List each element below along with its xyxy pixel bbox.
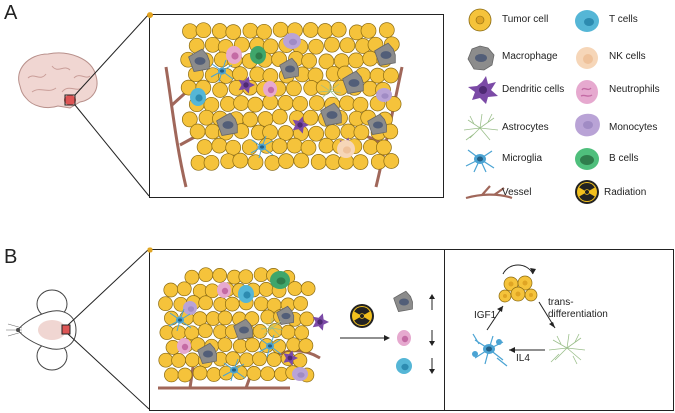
legend-radiation-label: Radiation xyxy=(604,187,647,198)
macrophage-cell xyxy=(320,102,342,126)
legend-tcells-label: T cells xyxy=(609,14,638,25)
monocyte xyxy=(283,33,301,49)
legend-bcells-label: B cells xyxy=(609,153,639,164)
panel-b-letter: B xyxy=(4,246,18,268)
monocyte xyxy=(376,88,392,102)
trans-label-line2: differentiation xyxy=(548,309,608,320)
panel-a-letter: A xyxy=(4,2,18,24)
tumor-cluster-small xyxy=(498,275,538,303)
astrocyte-icon xyxy=(463,113,499,141)
monocyte xyxy=(292,367,308,381)
dendritic-cell xyxy=(292,116,309,134)
tumor-cluster-b xyxy=(147,247,435,390)
macrophage-cell xyxy=(374,42,396,66)
tumor-cell xyxy=(147,247,200,285)
b-cell xyxy=(270,271,290,289)
macrophage-cell xyxy=(279,57,299,79)
legend-microglia-label: Microglia xyxy=(502,153,543,164)
neutrophil-icon xyxy=(576,80,598,104)
tumor-cell xyxy=(147,247,173,312)
macrophage-cell xyxy=(216,112,238,136)
macrophage-cell xyxy=(276,305,295,326)
tumor-cluster-a xyxy=(147,12,404,188)
t-cell-response xyxy=(396,358,412,374)
b-cell xyxy=(250,46,266,64)
legend-monocytes-label: Monocytes xyxy=(609,122,658,133)
legend-nk-label: NK cells xyxy=(609,51,646,62)
dendritic-cell xyxy=(312,313,329,331)
microglia-cell xyxy=(210,59,234,83)
legend-vessel-label: Vessel xyxy=(502,187,532,198)
legend-dendritic-label: Dendritic cells xyxy=(502,84,565,95)
neutrophil-response xyxy=(397,330,411,346)
legend-macrophage-label: Macrophage xyxy=(502,51,558,62)
microglia-cell xyxy=(168,308,192,332)
t-cell xyxy=(190,88,206,106)
astrocyte-cycle-icon xyxy=(548,333,586,365)
tumor-microenvironment-b xyxy=(147,247,445,411)
microglia-cycle-icon xyxy=(472,333,508,367)
cycle-diagram xyxy=(472,264,586,367)
tumor-cell xyxy=(147,247,214,283)
legend-icons xyxy=(463,8,600,204)
human-brain-icon xyxy=(18,52,98,109)
cycle-box xyxy=(444,249,674,411)
legend-neutrophils-label: Neutrophils xyxy=(609,84,660,95)
macrophage-cell xyxy=(367,113,387,135)
t-cell xyxy=(238,285,254,303)
legend-astrocytes-label: Astrocytes xyxy=(502,122,549,133)
neutrophil xyxy=(217,282,231,298)
neutrophil xyxy=(263,81,277,97)
trans-label-line1: trans- xyxy=(548,297,574,308)
astrocyte-cell xyxy=(318,81,342,100)
mouse-head-icon xyxy=(6,289,77,371)
microglia-cell xyxy=(258,334,282,358)
microglia-icon xyxy=(465,149,495,173)
tumor-cell xyxy=(147,12,400,169)
macrophage-cell xyxy=(188,48,210,72)
radiation-icon xyxy=(575,180,599,204)
dendritic-cell xyxy=(238,76,255,94)
il4-label: IL4 xyxy=(516,353,530,364)
macrophage-cell xyxy=(233,318,253,340)
macrophage-cell xyxy=(393,290,413,312)
tumor-cell xyxy=(147,247,179,298)
microglia-cell xyxy=(250,135,274,159)
igf1-label: IGF1 xyxy=(474,310,497,321)
dendritic-cell xyxy=(283,350,298,366)
macrophage-cell xyxy=(342,70,364,94)
macrophage-cell xyxy=(197,342,217,364)
tumor-microenvironment-a xyxy=(147,12,444,198)
neutrophil xyxy=(177,338,191,354)
astrocyte-cell xyxy=(260,318,284,337)
neutrophil xyxy=(226,46,242,64)
legend-tumor-label: Tumor cell xyxy=(502,14,549,25)
microglia-cell xyxy=(222,358,246,382)
nk-cell xyxy=(337,140,355,158)
vessel-icon xyxy=(465,185,513,200)
radiation-symbol xyxy=(350,304,374,328)
monocyte xyxy=(183,301,197,315)
